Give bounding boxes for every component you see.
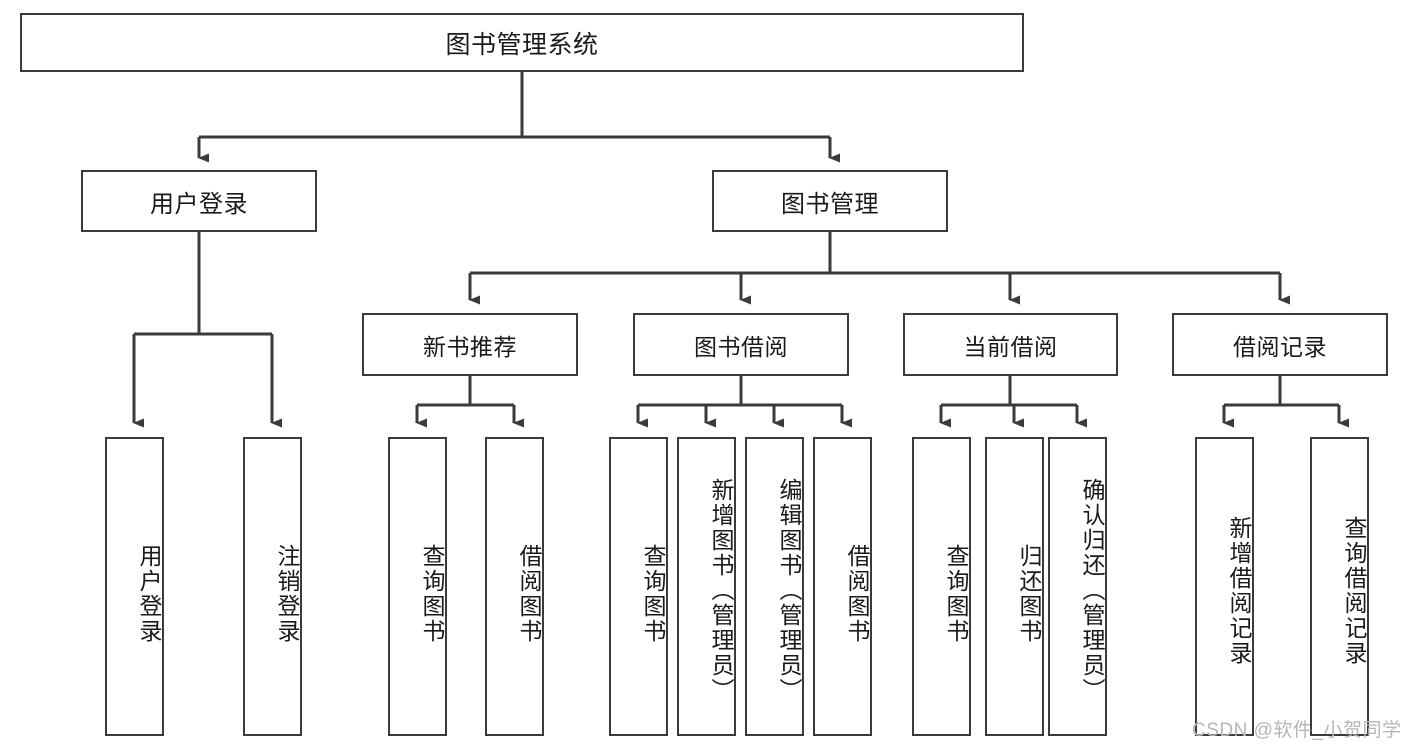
- node-user-logout-action-label: 注销登录: [274, 543, 300, 644]
- node-borrow-book-1[interactable]: 借阅图书: [485, 437, 544, 736]
- node-book-management[interactable]: 图书管理: [712, 170, 948, 232]
- node-root-label: 图书管理系统: [445, 30, 599, 59]
- node-query-borrow-record-label: 查询借阅记录: [1341, 515, 1367, 666]
- node-borrow-book-1-label: 借阅图书: [516, 543, 542, 644]
- node-add-borrow-record-label: 新增借阅记录: [1226, 515, 1252, 666]
- node-user-login-action[interactable]: 用户登录: [105, 437, 164, 736]
- node-add-book-admin-label: 新增图书（管理员）: [708, 478, 734, 703]
- node-return-book[interactable]: 归还图书: [985, 437, 1044, 736]
- node-borrow-record[interactable]: 借阅记录: [1172, 313, 1388, 376]
- node-user-logout-action[interactable]: 注销登录: [243, 437, 302, 736]
- csdn-watermark: CSDN @软件_小贺同学: [1192, 720, 1402, 741]
- node-borrow-book-2-label: 借阅图书: [844, 543, 870, 644]
- node-confirm-return-admin-label: 确认归还（管理员）: [1079, 478, 1105, 703]
- node-book-borrow[interactable]: 图书借阅: [633, 313, 849, 376]
- node-query-book-3-label: 查询图书: [943, 543, 969, 644]
- node-return-book-label: 归还图书: [1016, 543, 1042, 644]
- node-new-book-recommend-label: 新书推荐: [423, 333, 517, 360]
- node-add-book-admin[interactable]: 新增图书（管理员）: [677, 437, 736, 736]
- node-edit-book-admin[interactable]: 编辑图书（管理员）: [745, 437, 804, 736]
- node-query-borrow-record[interactable]: 查询借阅记录: [1310, 437, 1369, 736]
- node-current-borrow[interactable]: 当前借阅: [903, 313, 1118, 376]
- node-query-book-2[interactable]: 查询图书: [609, 437, 668, 736]
- node-current-borrow-label: 当前借阅: [963, 333, 1058, 360]
- node-root[interactable]: 图书管理系统: [20, 13, 1024, 72]
- node-query-book-1[interactable]: 查询图书: [388, 437, 447, 736]
- node-book-management-label: 图书管理: [781, 190, 879, 218]
- node-add-borrow-record[interactable]: 新增借阅记录: [1195, 437, 1254, 736]
- node-borrow-book-2[interactable]: 借阅图书: [813, 437, 872, 736]
- node-query-book-3[interactable]: 查询图书: [912, 437, 971, 736]
- node-user-login-action-label: 用户登录: [136, 543, 162, 644]
- node-confirm-return-admin[interactable]: 确认归还（管理员）: [1048, 437, 1107, 736]
- node-query-book-1-label: 查询图书: [419, 543, 445, 644]
- node-borrow-record-label: 借阅记录: [1233, 333, 1327, 360]
- node-book-borrow-label: 图书借阅: [694, 333, 788, 360]
- node-user-login-label: 用户登录: [150, 190, 248, 218]
- node-user-login[interactable]: 用户登录: [81, 170, 317, 232]
- node-edit-book-admin-label: 编辑图书（管理员）: [776, 478, 802, 703]
- node-query-book-2-label: 查询图书: [640, 543, 666, 644]
- node-new-book-recommend[interactable]: 新书推荐: [362, 313, 578, 376]
